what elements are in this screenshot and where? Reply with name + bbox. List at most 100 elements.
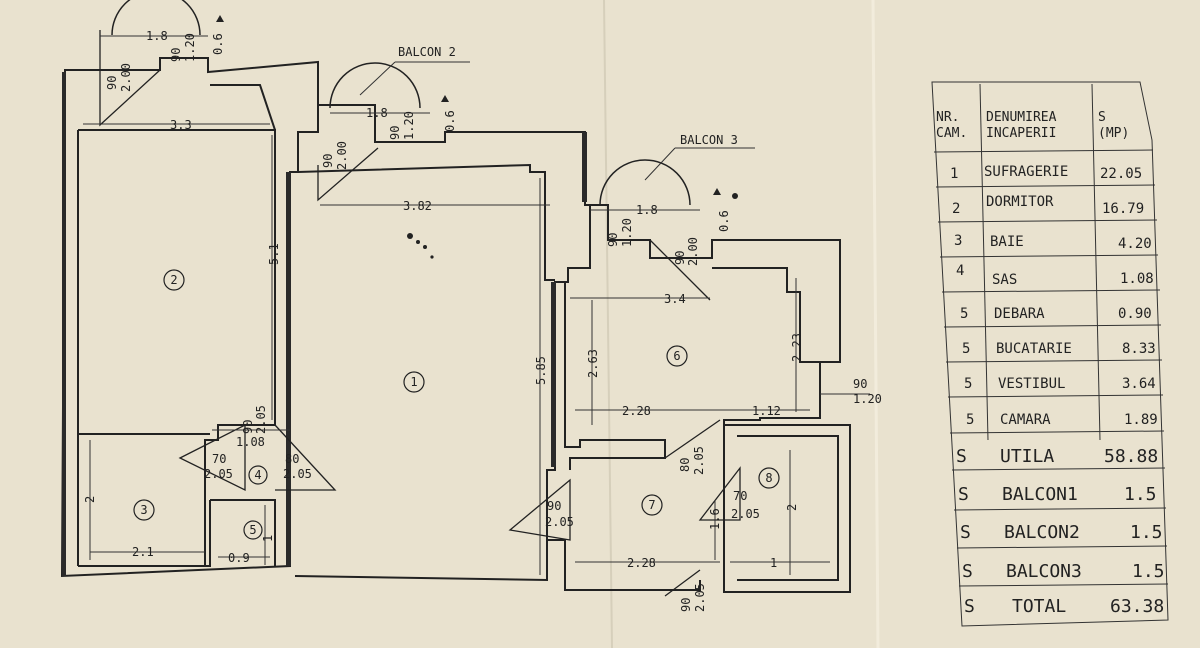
table-cell-area: 1.89 (1124, 412, 1158, 428)
dim-top-0-6: 0.6 (211, 33, 225, 55)
table-header-nr-2: CAM. (936, 126, 967, 141)
room-marker-2: 2 (170, 273, 177, 287)
dim-2-23: 2.23 (790, 333, 804, 362)
dim-5-85: 5.85 (534, 356, 548, 385)
dim-b3-90b: 90 (673, 251, 687, 265)
dim-1-12: 1.12 (752, 404, 781, 418)
table-total-s: S (962, 561, 973, 582)
dim-1-08: 1.08 (236, 435, 265, 449)
paper-fold (603, 0, 613, 648)
dim-k-2-05: 2.05 (545, 515, 574, 529)
room-marker-4-ring (248, 465, 268, 485)
table-total-row: S TOTAL 63.38 (964, 596, 1164, 617)
table-room-rows: 1 SUFRAGERIE 22.05 2 DORMITOR 16.79 3 BA… (950, 164, 1158, 428)
dim-b3-1-20: 1.20 (620, 218, 634, 247)
room-marker-6-ring (666, 345, 688, 367)
table-cell-name: BAIE (990, 234, 1024, 250)
dim-5-1: 5.1 (267, 243, 281, 265)
table-total-row: S UTILA 58.88 (956, 446, 1158, 467)
table-cell-nr: 5 (962, 341, 970, 357)
dim-c-1-6: 1.6 (708, 508, 722, 530)
room-marker-1: 1 (410, 375, 417, 389)
dim-c-2-05: 2.05 (731, 507, 760, 521)
table-cell-nr: 5 (960, 306, 968, 322)
dim-top-1-8: 1.8 (146, 29, 168, 43)
dim-b3-1-8: 1.8 (636, 203, 658, 217)
room-marker-8-ring (758, 467, 780, 489)
table-total-name: BALCON2 (1004, 522, 1080, 543)
dim-k-90: 90 (547, 499, 561, 513)
table-total-area: 1.5 (1132, 561, 1165, 582)
dim-2-28a: 2.28 (622, 404, 651, 418)
room-marker-8: 8 (765, 471, 772, 485)
table-cell-name: SAS (992, 272, 1017, 288)
arrow-marks (216, 15, 721, 195)
table-row: 5 VESTIBUL 3.64 (964, 376, 1156, 392)
balcony-arcs (111, 0, 691, 206)
table-cell-name: BUCATARIE (996, 341, 1072, 357)
table-total-name: BALCON3 (1006, 561, 1082, 582)
dim-top-1-20: 1.20 (183, 33, 197, 62)
table-total-row: S BALCON3 1.5 (962, 561, 1165, 582)
room-marker-4: 4 (254, 468, 261, 482)
dim-70: 70 (212, 452, 226, 466)
table-total-name: TOTAL (1012, 596, 1066, 617)
dim-k-80-2-05: 2.05 (692, 446, 706, 475)
dim-k-80: 80 (678, 458, 692, 472)
table-row: 4 SAS 1.08 (956, 263, 1154, 288)
dim-80: 80 (285, 452, 299, 466)
table-total-name: BALCON1 (1002, 484, 1078, 505)
dim-top-90b: 90 (105, 76, 119, 90)
table-cell-nr: 4 (956, 263, 964, 279)
dim-b2-1-8: 1.8 (366, 106, 388, 120)
table-total-area: 63.38 (1110, 596, 1164, 617)
table-total-s: S (960, 522, 971, 543)
table-cell-area: 8.33 (1122, 341, 1156, 357)
dim-d90: 90 (241, 420, 255, 434)
table-row: 1 SUFRAGERIE 22.05 (950, 164, 1142, 182)
balcony-2-label: BALCON 2 (398, 45, 456, 59)
table-header-name-2: INCAPERII (986, 126, 1056, 141)
dim-3-82: 3.82 (403, 199, 432, 213)
table-total-row: S BALCON2 1.5 (960, 522, 1163, 543)
table-cell-name: SUFRAGERIE (984, 164, 1068, 180)
table-cell-nr: 1 (950, 166, 958, 182)
ink-spots (407, 193, 738, 259)
table-cell-nr: 3 (954, 233, 962, 249)
dim-b3-2-00: 2.00 (686, 237, 700, 266)
table-row: 5 DEBARA 0.90 (960, 306, 1152, 322)
table-total-s: S (964, 596, 975, 617)
table-cell-area: 22.05 (1100, 166, 1142, 182)
table-cell-nr: 5 (964, 376, 972, 392)
table-cell-area: 16.79 (1102, 201, 1144, 217)
dim-2-28b: 2.28 (627, 556, 656, 570)
balcony-leaders (359, 61, 755, 181)
table-total-area: 1.5 (1130, 522, 1163, 543)
table-grid (931, 81, 1169, 627)
dim-side-90: 90 (853, 377, 867, 391)
dim-0-9: 0.9 (228, 551, 250, 565)
table-cell-name: DEBARA (994, 306, 1045, 322)
dim-c-70: 70 (733, 489, 747, 503)
dim-e-90: 90 (679, 598, 693, 612)
dim-b2-90b: 90 (321, 154, 335, 168)
walls-fill (62, 72, 587, 576)
dim-1-storage: 1 (261, 535, 275, 542)
table-header-name-1: DENUMIREA (986, 110, 1057, 125)
table-cell-nr: 5 (966, 412, 974, 428)
dim-3-3: 3.3 (170, 118, 192, 132)
dim-e-2-05: 2.05 (693, 583, 707, 612)
table-total-s: S (956, 446, 967, 467)
table-total-name: UTILA (1000, 446, 1054, 467)
dim-80-2-05: 2.05 (283, 467, 312, 481)
dim-70-2-05: 2.05 (204, 467, 233, 481)
dim-d-2-05: 2.05 (254, 405, 268, 434)
table-cell-area: 3.64 (1122, 376, 1156, 392)
dim-b2-2-00: 2.00 (335, 141, 349, 170)
table-total-s: S (958, 484, 969, 505)
room-marker-7: 7 (648, 498, 655, 512)
room-marker-5-ring (243, 520, 263, 540)
